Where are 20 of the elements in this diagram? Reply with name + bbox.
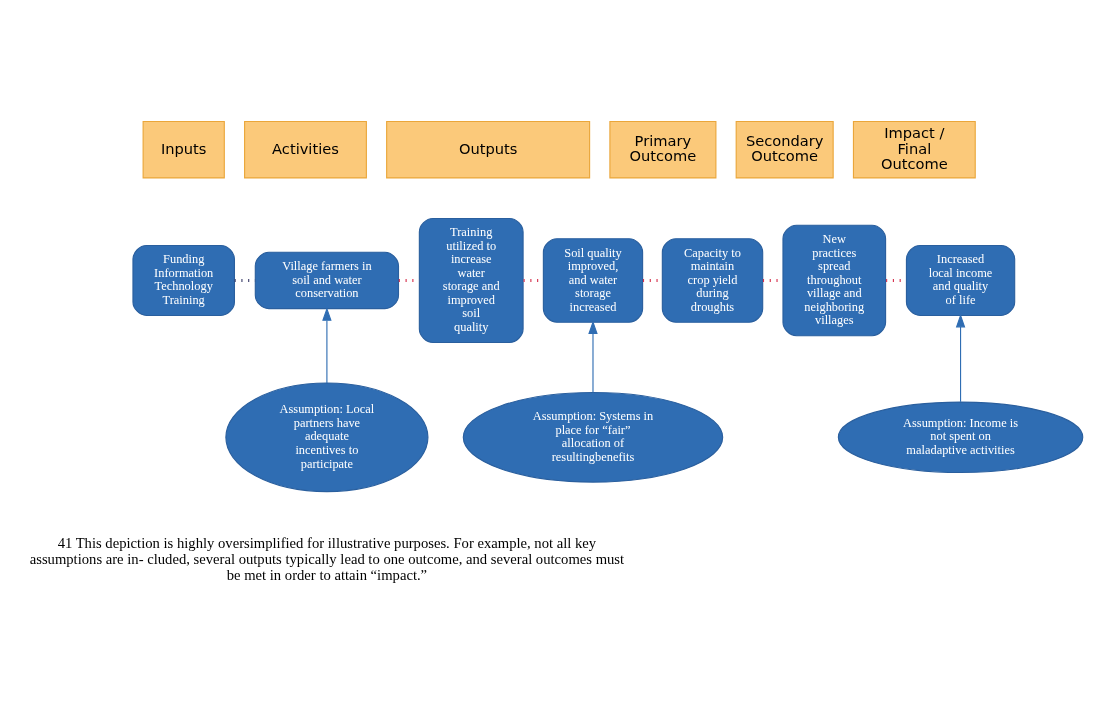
node-box: Impact / Final Outcome xyxy=(852,120,976,179)
node-box: Soil quality improved, and water storage increased xyxy=(542,238,644,323)
node-ellipse: Assumption: Income is not spent on maladaptive activities xyxy=(837,401,1084,474)
node-box: Increased local income and quality of life xyxy=(905,244,1016,316)
arrow xyxy=(588,320,598,394)
node-box: Funding Information Technology Training xyxy=(132,244,235,316)
node-box: Inputs xyxy=(142,120,225,179)
node-box: Training utilized to increase water storage and improved soil quality xyxy=(418,217,524,344)
node-box: Activities xyxy=(244,120,367,179)
arrow xyxy=(955,313,966,403)
node-box: New practices spread throughout village and neighboring villages xyxy=(782,224,887,337)
node-box: Primary Outcome xyxy=(609,120,717,179)
node-box: Secondary Outcome xyxy=(735,120,834,179)
node-ellipse: Assumption: Local partners have adequate incentives to participate xyxy=(225,382,429,493)
node-box: Outputs xyxy=(386,120,591,179)
node-ellipse: Assumption: Systems in place for “fair” allocation of resultingbenefits xyxy=(462,392,724,483)
node-box: Capacity to maintain crop yield during droughts xyxy=(661,238,764,323)
arrow xyxy=(322,307,332,384)
label: 41 This depiction is highly oversimplified for illustrative purposes. For example, not all key assumptions are in- cluded, several outputs typically lead to one outcome, and several outcomes must be met in order to attain “impact.” xyxy=(29,535,625,583)
node-box: Village farmers in soil and water conservation xyxy=(254,251,400,310)
